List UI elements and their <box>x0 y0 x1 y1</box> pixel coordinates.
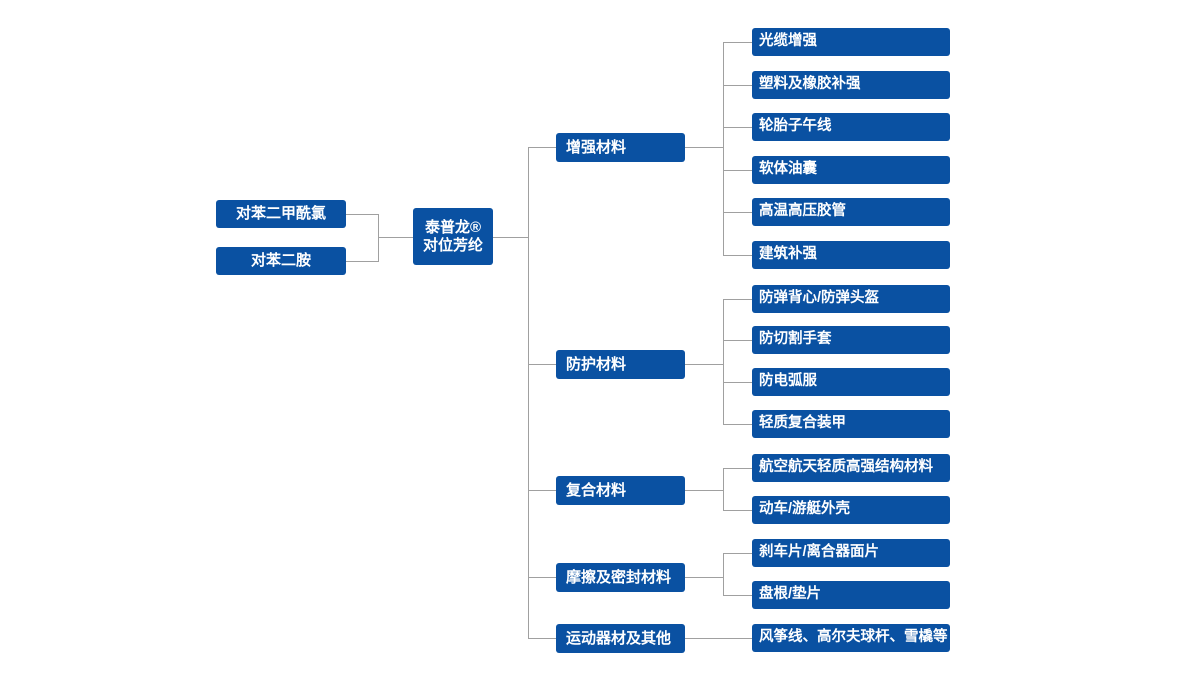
application-node: 轻质复合装甲 <box>752 410 950 438</box>
application-node: 刹车片/离合器面片 <box>752 539 950 567</box>
node-label: 复合材料 <box>566 481 627 499</box>
application-node: 软体油囊 <box>752 156 950 184</box>
connector-line <box>685 364 723 365</box>
connector-line <box>528 638 556 639</box>
node-label: 盘根/垫片 <box>759 586 822 603</box>
node-label: 对苯二甲酰氯 <box>235 205 326 222</box>
connector-line <box>723 553 724 596</box>
application-node: 防电弧服 <box>752 368 950 396</box>
connector-line <box>723 382 752 383</box>
connector-line <box>723 340 752 341</box>
node-label: 风筝线、高尔夫球杆、雪橇等 <box>759 629 948 646</box>
connector-line <box>723 510 752 511</box>
node-label: 刹车片/离合器面片 <box>759 544 880 561</box>
node-label: 塑料及橡胶补强 <box>759 76 861 93</box>
connector-line <box>723 595 752 596</box>
node-label: 增强材料 <box>566 138 627 156</box>
node-label: 轮胎子午线 <box>759 118 832 135</box>
connector-line <box>378 237 413 238</box>
node-label: 航空航天轻质高强结构材料 <box>759 459 933 476</box>
root-node-line1: 泰普龙® <box>424 218 482 236</box>
node-label: 防护材料 <box>566 355 627 373</box>
node-label: 动车/游艇外壳 <box>759 501 851 518</box>
node-label: 光缆增强 <box>759 33 817 50</box>
connector-line <box>723 212 752 213</box>
connector-line <box>685 490 723 491</box>
application-node: 航空航天轻质高强结构材料 <box>752 454 950 482</box>
connector-line <box>528 364 556 365</box>
application-node: 盘根/垫片 <box>752 581 950 609</box>
application-node: 防弹背心/防弹头盔 <box>752 285 950 313</box>
node-label: 对苯二胺 <box>250 252 311 269</box>
connector-line <box>723 553 752 554</box>
connector-line <box>723 299 724 425</box>
node-label: 防电弧服 <box>759 373 817 390</box>
application-node: 防切割手套 <box>752 326 950 354</box>
connector-line <box>723 42 752 43</box>
connector-line <box>528 147 556 148</box>
connector-line <box>685 147 723 148</box>
node-label: 防切割手套 <box>759 331 832 348</box>
application-node: 塑料及橡胶补强 <box>752 71 950 99</box>
node-label: 轻质复合装甲 <box>759 415 846 432</box>
application-node: 风筝线、高尔夫球杆、雪橇等 <box>752 624 950 652</box>
root-node-line2: 对位芳纶 <box>422 236 483 254</box>
node-label: 高温高压胶管 <box>759 203 846 220</box>
application-node: 高温高压胶管 <box>752 198 950 226</box>
node-label: 运动器材及其他 <box>566 629 672 647</box>
application-node: 光缆增强 <box>752 28 950 56</box>
precursor-node-terephthaloyl-chloride: 对苯二甲酰氯 <box>216 200 346 228</box>
node-label: 防弹背心/防弹头盔 <box>759 290 880 307</box>
connector-line <box>685 577 723 578</box>
category-node-sports-equipment-others: 运动器材及其他 <box>556 624 685 653</box>
connector-line <box>723 85 752 86</box>
connector-line <box>378 214 379 262</box>
category-node-reinforcement-materials: 增强材料 <box>556 133 685 162</box>
category-node-composite-materials: 复合材料 <box>556 476 685 505</box>
root-node-para-aramid: 泰普龙® 对位芳纶 <box>413 208 493 265</box>
connector-line <box>723 468 752 469</box>
precursor-node-p-phenylenediamine: 对苯二胺 <box>216 247 346 275</box>
connector-line <box>723 424 752 425</box>
application-node: 轮胎子午线 <box>752 113 950 141</box>
connector-line <box>723 299 752 300</box>
connector-line <box>346 261 378 262</box>
connector-line <box>723 42 724 256</box>
connector-line <box>528 490 556 491</box>
application-node: 建筑补强 <box>752 241 950 269</box>
node-label: 摩擦及密封材料 <box>566 568 672 586</box>
application-node: 动车/游艇外壳 <box>752 496 950 524</box>
node-label: 建筑补强 <box>759 246 817 263</box>
connector-line <box>528 577 556 578</box>
category-node-friction-sealing-materials: 摩擦及密封材料 <box>556 563 685 592</box>
connector-line <box>346 214 378 215</box>
node-label: 软体油囊 <box>759 161 817 178</box>
connector-line <box>723 255 752 256</box>
connector-line <box>723 127 752 128</box>
connector-line <box>723 170 752 171</box>
connector-line <box>493 237 528 238</box>
category-node-protective-materials: 防护材料 <box>556 350 685 379</box>
connector-line <box>723 468 724 511</box>
connector-line <box>528 147 529 639</box>
connector-line <box>685 638 752 639</box>
